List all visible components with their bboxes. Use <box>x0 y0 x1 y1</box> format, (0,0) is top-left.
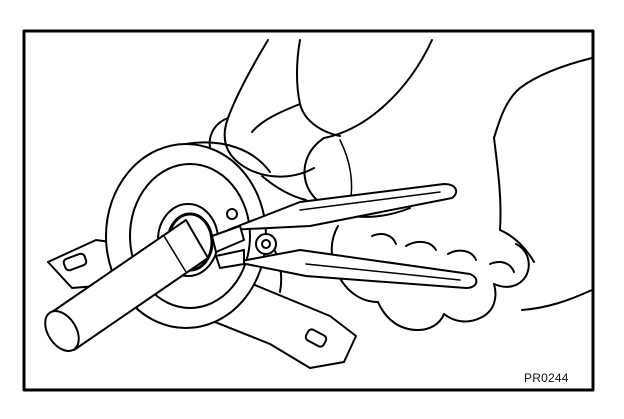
bracket-slot-left <box>62 252 88 272</box>
shaft <box>44 219 209 352</box>
pliers-pivot <box>255 233 277 255</box>
bracket-slot-right <box>304 328 328 348</box>
figure-code: PR0244 <box>524 371 569 385</box>
snap-ring-pliers <box>211 183 478 289</box>
